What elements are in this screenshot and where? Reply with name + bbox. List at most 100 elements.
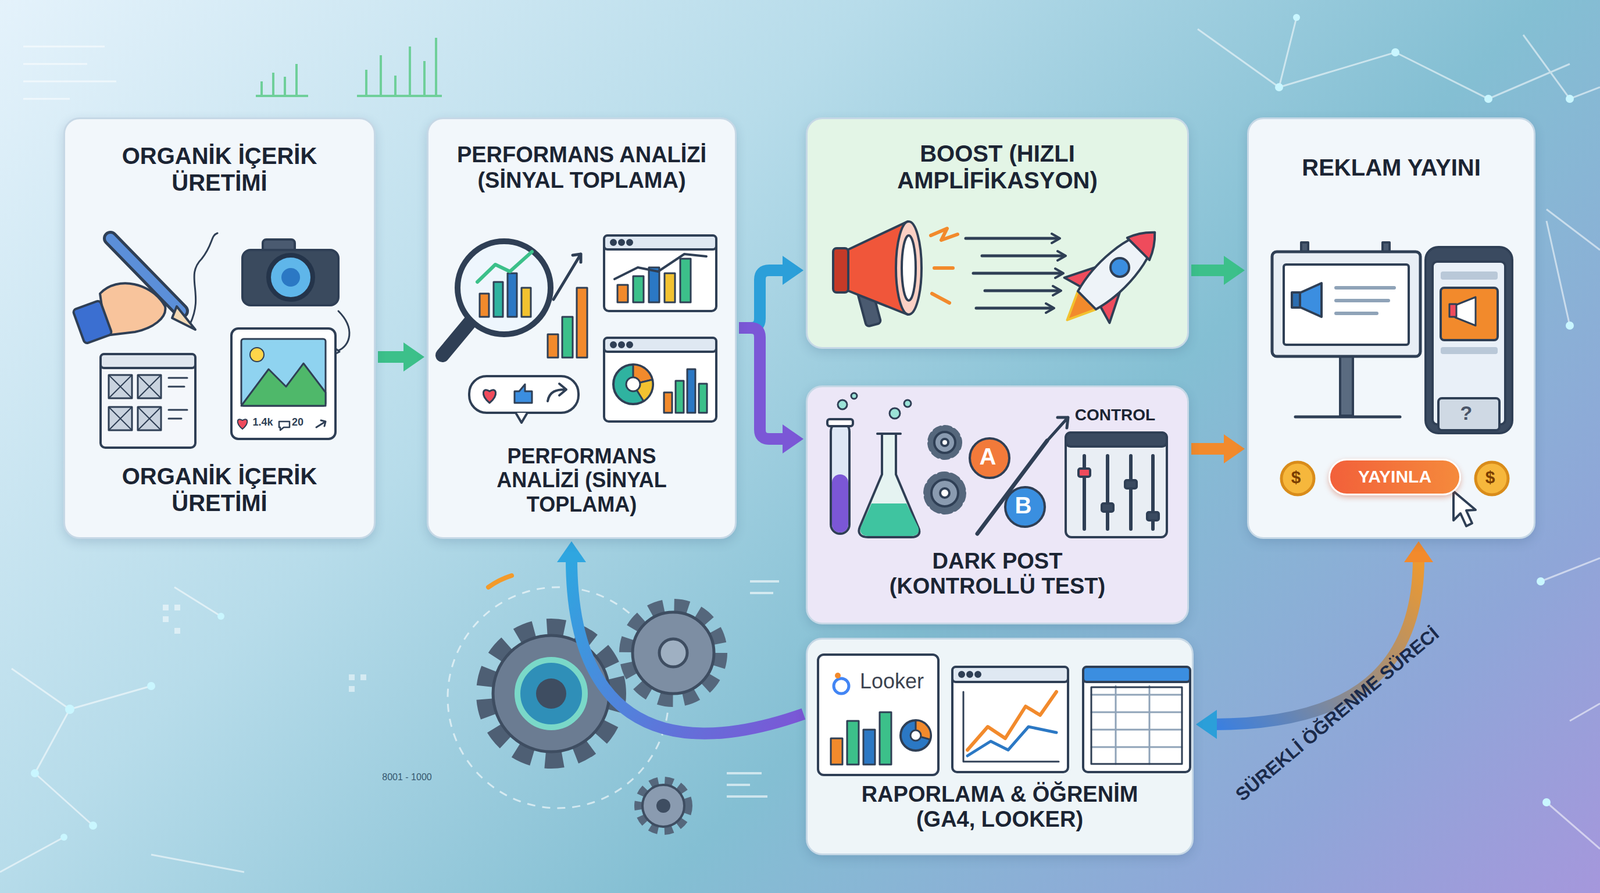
coin-symbol: $ <box>1485 467 1496 487</box>
content-creation-illustration-part <box>316 420 326 428</box>
reporting-illustration-part <box>1091 686 1182 764</box>
performance-analysis-illustration-part <box>483 390 496 403</box>
reporting-illustration-part <box>834 672 841 679</box>
flow-arrow <box>377 351 407 363</box>
boost-illustration-part <box>1058 291 1096 330</box>
content-creation-illustration-part <box>100 354 196 448</box>
background-decor-part <box>65 704 75 714</box>
background-decor-part <box>726 773 768 797</box>
panel-label: CONTROL <box>1075 406 1156 425</box>
performance-analysis-illustration-part <box>547 334 559 358</box>
background-decor-part <box>488 575 512 588</box>
performance-analysis-illustration-part <box>619 240 624 245</box>
content-creation-illustration-part <box>338 311 350 351</box>
box-title: RAPORLAMA & ÖĞRENİM (GA4, LOOKER) <box>843 781 1157 833</box>
boost-illustration-part <box>895 221 922 315</box>
performance-analysis-illustration-part <box>613 364 653 405</box>
performance-analysis-illustration-part <box>515 412 528 423</box>
performance-analysis-illustration-part <box>562 316 573 358</box>
box-caption: PERFORMANS ANALİZİ (SİNYAL TOPLAMA) <box>465 444 699 517</box>
label-holder: Looker <box>859 669 924 694</box>
gear-cluster <box>486 606 720 831</box>
background-decor-part <box>1275 83 1284 92</box>
background-decor-part <box>255 37 442 96</box>
boost-illustration-part <box>1045 233 1066 313</box>
dark-post-illustration-part <box>969 438 1010 478</box>
ad-publish-illustration-part <box>1455 297 1476 326</box>
dark-post-illustration-part <box>889 408 900 419</box>
box-title: DARK POST (KONTROLLÜ TEST) <box>863 548 1132 600</box>
dark-post-illustration-part <box>837 400 848 410</box>
background-decor-part <box>1542 798 1551 807</box>
reporting-illustration-part <box>1083 666 1191 682</box>
reporting-illustration-part <box>952 666 1069 682</box>
process-box: BOOST (HIZLI AMPLİFİKASYON) <box>805 117 1189 349</box>
performance-analysis-illustration-part <box>675 380 684 413</box>
performance-analysis-illustration-part <box>687 369 696 413</box>
boost-illustration-part <box>901 235 916 301</box>
box-title: YAYINLA <box>1358 466 1432 488</box>
reporting-illustration-part <box>847 720 859 765</box>
background-decor-part <box>162 604 169 611</box>
content-creation-illustration-part <box>110 238 182 312</box>
content-creation-illustration-part <box>100 354 196 369</box>
performance-analysis-illustration-part <box>442 235 717 423</box>
reporting-illustration-part <box>1091 687 1182 764</box>
label-holder: 20 <box>291 416 304 429</box>
ad-publish-illustration-part <box>1440 347 1498 355</box>
content-creation-illustration-part <box>332 347 340 356</box>
background-decor-part <box>0 17 1600 873</box>
box-title: REKLAM YAYINI <box>1301 154 1481 181</box>
reporting-illustration-part <box>975 672 981 677</box>
performance-analysis-illustration-part <box>604 235 717 250</box>
background-decor-part <box>1565 94 1574 103</box>
dark-post-illustration-part <box>831 474 849 533</box>
background-decor-part <box>174 627 181 634</box>
performance-analysis-illustration-part <box>442 320 472 356</box>
background-decor-part <box>88 821 98 830</box>
content-creation-illustration-part <box>108 406 132 431</box>
ad-publish-illustration-part <box>1336 287 1395 314</box>
background-decor-part <box>1536 577 1545 586</box>
dark-post-illustration-part <box>1005 487 1045 527</box>
reporting-illustration-part <box>967 672 973 677</box>
reporting-illustration-part <box>915 720 931 740</box>
ad-publish-illustration-part <box>1440 271 1498 280</box>
content-creation-illustration-part <box>268 255 313 300</box>
background-decor-part <box>60 833 68 841</box>
content-creation-illustration-part <box>108 375 132 399</box>
gear-cluster-part <box>642 784 685 827</box>
dark-post-illustration-part <box>830 422 850 534</box>
placeholder-mark: ? <box>1460 402 1473 424</box>
content-creation-illustration-part <box>72 300 113 344</box>
dark-post-illustration-part <box>827 419 853 427</box>
content-creation-illustration-part <box>231 328 336 439</box>
label-holder: $ <box>1291 467 1302 487</box>
performance-analysis-illustration-part <box>493 281 503 317</box>
performance-analysis-illustration-part <box>477 251 532 282</box>
content-creation-illustration-part <box>242 250 339 306</box>
performance-analysis-illustration-part <box>664 273 675 303</box>
dark-post-illustration-part <box>930 428 959 457</box>
gear-cluster-part <box>493 635 610 752</box>
dark-post-illustration-part <box>941 438 949 446</box>
performance-analysis-illustration-part <box>626 377 641 392</box>
content-creation-illustration-part <box>279 421 290 431</box>
performance-analysis-illustration-part <box>633 364 653 385</box>
gear-cluster-part <box>486 628 617 759</box>
boost-illustration-part <box>1064 256 1131 323</box>
label-holder: CONTROL <box>1075 406 1156 425</box>
flow-arrow <box>571 558 804 734</box>
performance-analysis-illustration-part <box>604 337 717 352</box>
variant-letter: B <box>1015 492 1032 519</box>
box-title: ORGANİK İÇERİK ÜRETİMİ <box>97 142 342 196</box>
flow-arrow <box>1213 558 1419 725</box>
logo-text: Looker <box>859 669 924 694</box>
boost-illustration-part <box>833 248 849 293</box>
ad-publish-illustration-part <box>1449 304 1457 317</box>
ad-publish-illustration-part <box>1382 242 1390 253</box>
reporting-illustration-part <box>967 691 1057 750</box>
reporting-illustration-part <box>833 678 849 694</box>
reporting-illustration-part <box>818 654 939 775</box>
